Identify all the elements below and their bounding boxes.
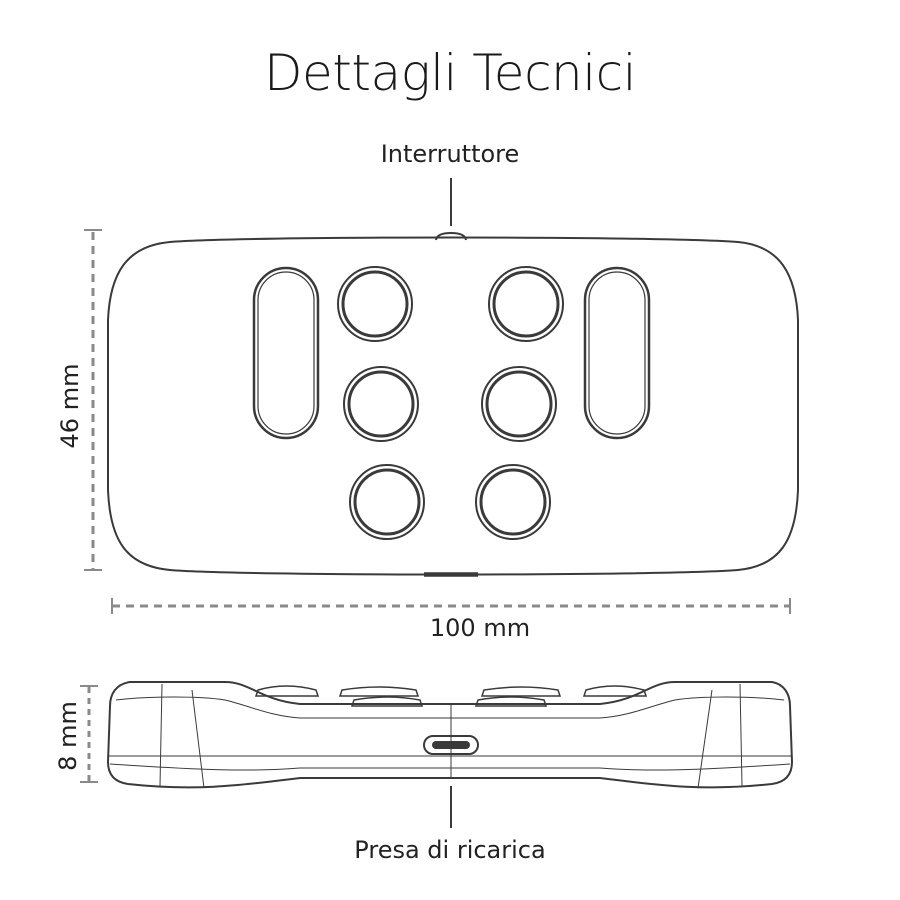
round-button-2 — [488, 266, 564, 342]
device-side-view — [106, 681, 794, 789]
width-dimension-label: 100 mm — [429, 614, 531, 642]
side-button-4 — [480, 686, 562, 697]
page-title: Dettagli Tecnici — [263, 44, 637, 102]
switch-label: Interruttore — [380, 140, 520, 168]
side-button-6 — [582, 685, 648, 697]
side-button-3 — [350, 696, 424, 707]
round-button-6 — [475, 464, 551, 540]
side-button-5 — [474, 696, 548, 707]
round-button-4 — [481, 366, 557, 442]
round-button-1 — [337, 266, 413, 342]
side-button-1 — [254, 685, 320, 697]
round-button-3 — [343, 366, 419, 442]
depth-dimension-line — [80, 685, 98, 783]
width-dimension-line — [111, 598, 791, 614]
usb-c-port-icon — [423, 735, 479, 755]
side-button-2 — [338, 686, 420, 697]
device-top-view — [107, 231, 799, 577]
right-pill-button — [583, 266, 651, 440]
round-button-5 — [349, 464, 425, 540]
charging-port-label: Presa di ricarica — [354, 836, 546, 864]
left-pill-button — [252, 266, 320, 440]
height-dimension-line — [84, 229, 102, 571]
power-switch-nub — [435, 231, 467, 241]
